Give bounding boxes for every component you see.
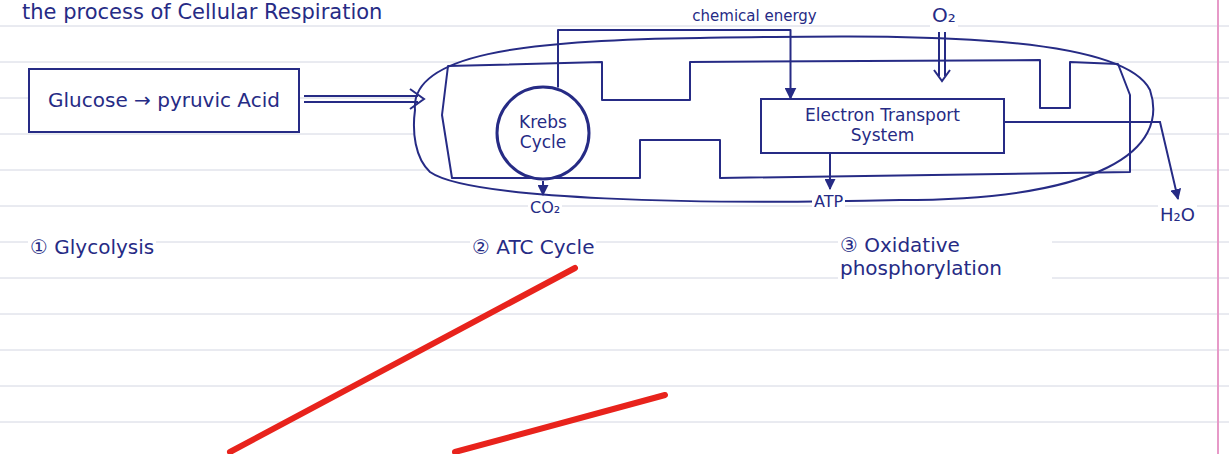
product-arrow (542, 181, 544, 195)
red-pen-mark (230, 268, 575, 452)
node-text: Krebs Cycle (507, 113, 579, 152)
mitochondrion-outer-membrane (414, 36, 1153, 201)
oxygen-arrow (934, 32, 950, 81)
product-label: ATP (812, 193, 845, 211)
chemical-formula: CO₂ (528, 199, 562, 217)
margin-line (1217, 0, 1219, 454)
chemical-formula: H₂O (1158, 205, 1197, 226)
energy-arrow (558, 30, 791, 98)
product-arrow (1005, 122, 1178, 199)
node-text: Electron Transport System (772, 106, 993, 145)
ruled-lines (0, 26, 1229, 422)
edge-label: chemical energy (690, 8, 818, 25)
chemical-formula: O₂ (930, 4, 958, 27)
process-box: Glucose → pyruvic Acid (28, 68, 300, 133)
stage-label: ③ Oxidative phosphorylation (838, 234, 1052, 280)
product-arrow (829, 154, 831, 189)
mitochondrion-inner-membrane (442, 60, 1130, 178)
stage-label: ① Glycolysis (28, 236, 156, 259)
stage-label: ② ATC Cycle (470, 236, 596, 259)
page-title: the process of Cellular Respiration (20, 0, 384, 24)
node-text: Glucose → pyruvic Acid (48, 89, 280, 112)
process-box: Electron Transport System (760, 98, 1005, 153)
cycle-circle: Krebs Cycle (495, 85, 591, 181)
red-pen-mark (455, 395, 665, 452)
flow-arrow (304, 89, 424, 109)
